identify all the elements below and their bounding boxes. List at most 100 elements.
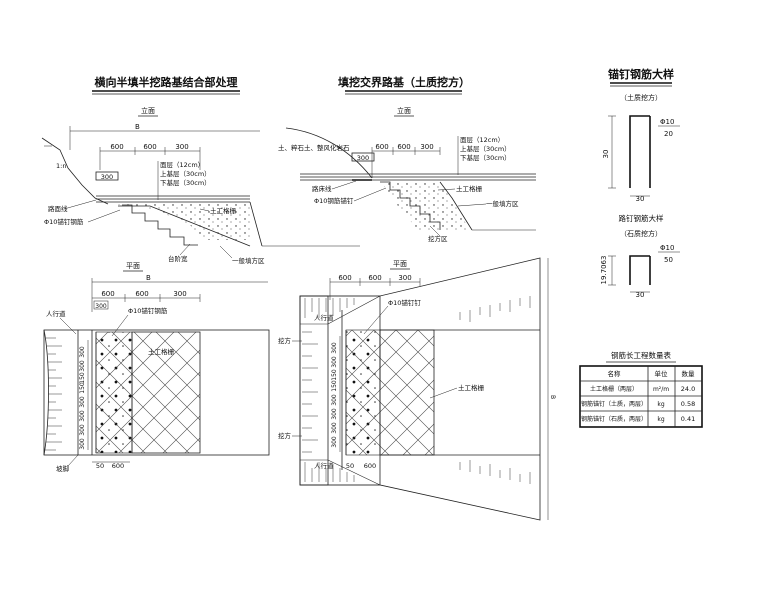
left-plan-b: B xyxy=(146,274,151,282)
left-plan-callout-sidewalk: 人行道 xyxy=(46,309,66,318)
title-middle: 填挖交界路基（土质挖方） xyxy=(338,75,470,89)
left-layer-3: 下基层（30cm） xyxy=(160,178,211,187)
left-callout-geogrid: 土工格栅 xyxy=(210,206,237,215)
middle-plan-vdim-1: 300 xyxy=(331,342,338,354)
middle-callout-roadbed: 路床线 xyxy=(312,184,332,193)
middle-layer-2: 上基层（30cm） xyxy=(460,144,511,153)
middle-dim-small: 300 xyxy=(357,154,369,162)
middle-plan-b: B xyxy=(549,395,556,399)
left-plan-callout-anchor: Φ10锚钉钢筋 xyxy=(128,306,168,315)
middle-plan-dim-1: 600 xyxy=(338,274,351,282)
left-plan-dim-2: 600 xyxy=(135,290,148,298)
left-plan-dim-1: 600 xyxy=(101,290,114,298)
left-dim-3: 300 xyxy=(175,143,188,151)
table-cell: kg xyxy=(657,416,664,423)
table-cell: 0.41 xyxy=(681,415,695,423)
title-right: 锚钉钢筋大样 xyxy=(608,67,674,81)
middle-plan-callout-anchor: Φ10锚钉钉 xyxy=(388,298,421,307)
middle-plan-vdim-5: 300 xyxy=(331,394,338,406)
anchor-upper-dim-h: 30 xyxy=(636,195,645,203)
middle-plan-callout-cut-bottom: 挖方 xyxy=(278,431,292,440)
middle-callout-fill: 一般填方区 xyxy=(486,199,519,208)
table-title: 钢筋长工程数量表 xyxy=(611,350,671,360)
title-right-sub: （土质挖方） xyxy=(620,93,662,102)
left-plan-bdim-1: 50 xyxy=(96,462,104,470)
table-cell: 0.58 xyxy=(681,400,695,408)
left-callout-anchor: Φ10锚钉钢筋 xyxy=(44,217,84,226)
middle-plan-vdim-6: 300 xyxy=(331,408,338,420)
middle-plan-dim-3: 300 xyxy=(398,274,411,282)
left-plan-vdim-4: 150 xyxy=(79,382,86,394)
middle-plan-vdim-7: 300 xyxy=(331,422,338,434)
left-callout-step: 台阶宽 xyxy=(168,254,188,263)
table-cell: 土工格栅（两层） xyxy=(590,385,638,393)
anchor-lower-sub: （石质挖方） xyxy=(620,229,662,238)
anchor-lower-title: 路钉钢筋大样 xyxy=(619,213,664,223)
middle-callout-cut: 挖方区 xyxy=(428,234,448,243)
left-slope-ratio: 1:n xyxy=(56,162,66,170)
left-dim-small: 300 xyxy=(101,173,113,181)
middle-plan-dim-2: 600 xyxy=(368,274,381,282)
middle-callout-anchor: Φ10钢筋锚钉 xyxy=(314,196,354,205)
table-header-qty: 数量 xyxy=(682,369,696,378)
left-plan-vdim-2: 300 xyxy=(79,360,86,372)
left-plan-callout-toe: 坡脚 xyxy=(56,464,70,473)
anchor-lower-dim-v: 19.7063 xyxy=(600,256,608,285)
quantity-table: 钢筋长工程数量表 名称 单位 数量 土工格栅（两层） m²/m 24.0 钢筋锚… xyxy=(579,350,703,428)
middle-plan-label: 平面 xyxy=(393,260,407,268)
left-plan-vdim-8: 300 xyxy=(79,438,86,450)
middle-plan-callout-geogrid: 土工格栅 xyxy=(458,383,485,392)
left-plan-vdim-3: 150 xyxy=(79,372,86,384)
left-plan-vdim-7: 300 xyxy=(79,424,86,436)
table-cell: 钢筋锚钉（土质，两层） xyxy=(581,400,647,408)
left-elevation: 立面 B 600 600 300 300 面层（12cm） 上基层（30cm） … xyxy=(41,106,360,265)
left-layer-1: 面层（12cm） xyxy=(160,161,204,169)
table-cell: m²/m xyxy=(653,386,669,393)
left-plan-dim-3: 300 xyxy=(173,290,186,298)
middle-road-note: 土、粹石土、整风化岩石 xyxy=(278,143,350,152)
anchor-lower-len: 50 xyxy=(664,256,673,264)
middle-plan-bdim-1: 50 xyxy=(346,462,354,470)
middle-plan-vdim-8: 300 xyxy=(331,436,338,448)
left-dim-2: 600 xyxy=(143,143,156,151)
middle-callout-geogrid: 土工格栅 xyxy=(456,184,483,193)
left-plan-label: 平面 xyxy=(126,262,140,270)
middle-dim-1: 600 xyxy=(375,143,388,151)
middle-plan-vdim-3: 150 xyxy=(331,369,338,381)
left-plan-bdim-2: 600 xyxy=(112,462,124,470)
table-header-unit: 单位 xyxy=(655,369,669,378)
anchor-upper-bar: Φ10 xyxy=(660,118,674,126)
table-cell: 24.0 xyxy=(681,385,695,393)
middle-elevation-label: 立面 xyxy=(397,106,411,115)
middle-dim-3: 300 xyxy=(420,143,433,151)
left-dim-1: 600 xyxy=(110,143,123,151)
left-plan-vdim-1: 300 xyxy=(79,346,86,358)
left-plan-vdim-6: 300 xyxy=(79,410,86,422)
middle-plan-bdim-2: 600 xyxy=(364,462,376,470)
anchor-lower-bar: Φ10 xyxy=(660,244,674,252)
middle-plan-callout-sidewalk-top: 人行道 xyxy=(314,313,334,322)
middle-layer-1: 面层（12cm） xyxy=(460,136,504,144)
middle-plan-callout-sidewalk-bottom: 人行道 xyxy=(314,461,334,470)
left-plan-callout-geogrid: 土工格栅 xyxy=(148,347,175,356)
left-plan-small: 300 xyxy=(95,303,107,310)
left-plan-vdim-5: 300 xyxy=(79,396,86,408)
anchor-upper-dim-v: 30 xyxy=(602,150,610,159)
anchor-detail-lower: 路钉钢筋大样 （石质挖方） 19.7063 30 Φ10 50 xyxy=(600,213,680,299)
middle-plan-vdim-2: 300 xyxy=(331,356,338,368)
left-layer-2: 上基层（30cm） xyxy=(160,169,211,178)
left-callout-fill: 一般填方区 xyxy=(232,256,265,265)
left-elevation-label: 立面 xyxy=(141,106,155,115)
anchor-lower-dim-h: 30 xyxy=(636,291,645,299)
table-cell: kg xyxy=(657,401,664,408)
middle-plan-callout-cut-top: 挖方 xyxy=(278,336,292,345)
table-cell: 钢筋锚钉（石质，两层） xyxy=(581,415,647,423)
anchor-upper-len: 20 xyxy=(664,130,673,138)
middle-plan-vdim-4: 150 xyxy=(331,380,338,392)
middle-dim-2: 600 xyxy=(397,143,410,151)
left-callout-road-line: 路面线 xyxy=(48,204,68,213)
middle-plan: 平面 600 600 300 xyxy=(278,257,556,521)
anchor-detail-upper: 30 30 Φ10 20 xyxy=(602,115,680,203)
middle-elevation: 立面 600 600 300 土、粹石土、整风化岩石 300 面层（12cm） … xyxy=(278,106,536,243)
